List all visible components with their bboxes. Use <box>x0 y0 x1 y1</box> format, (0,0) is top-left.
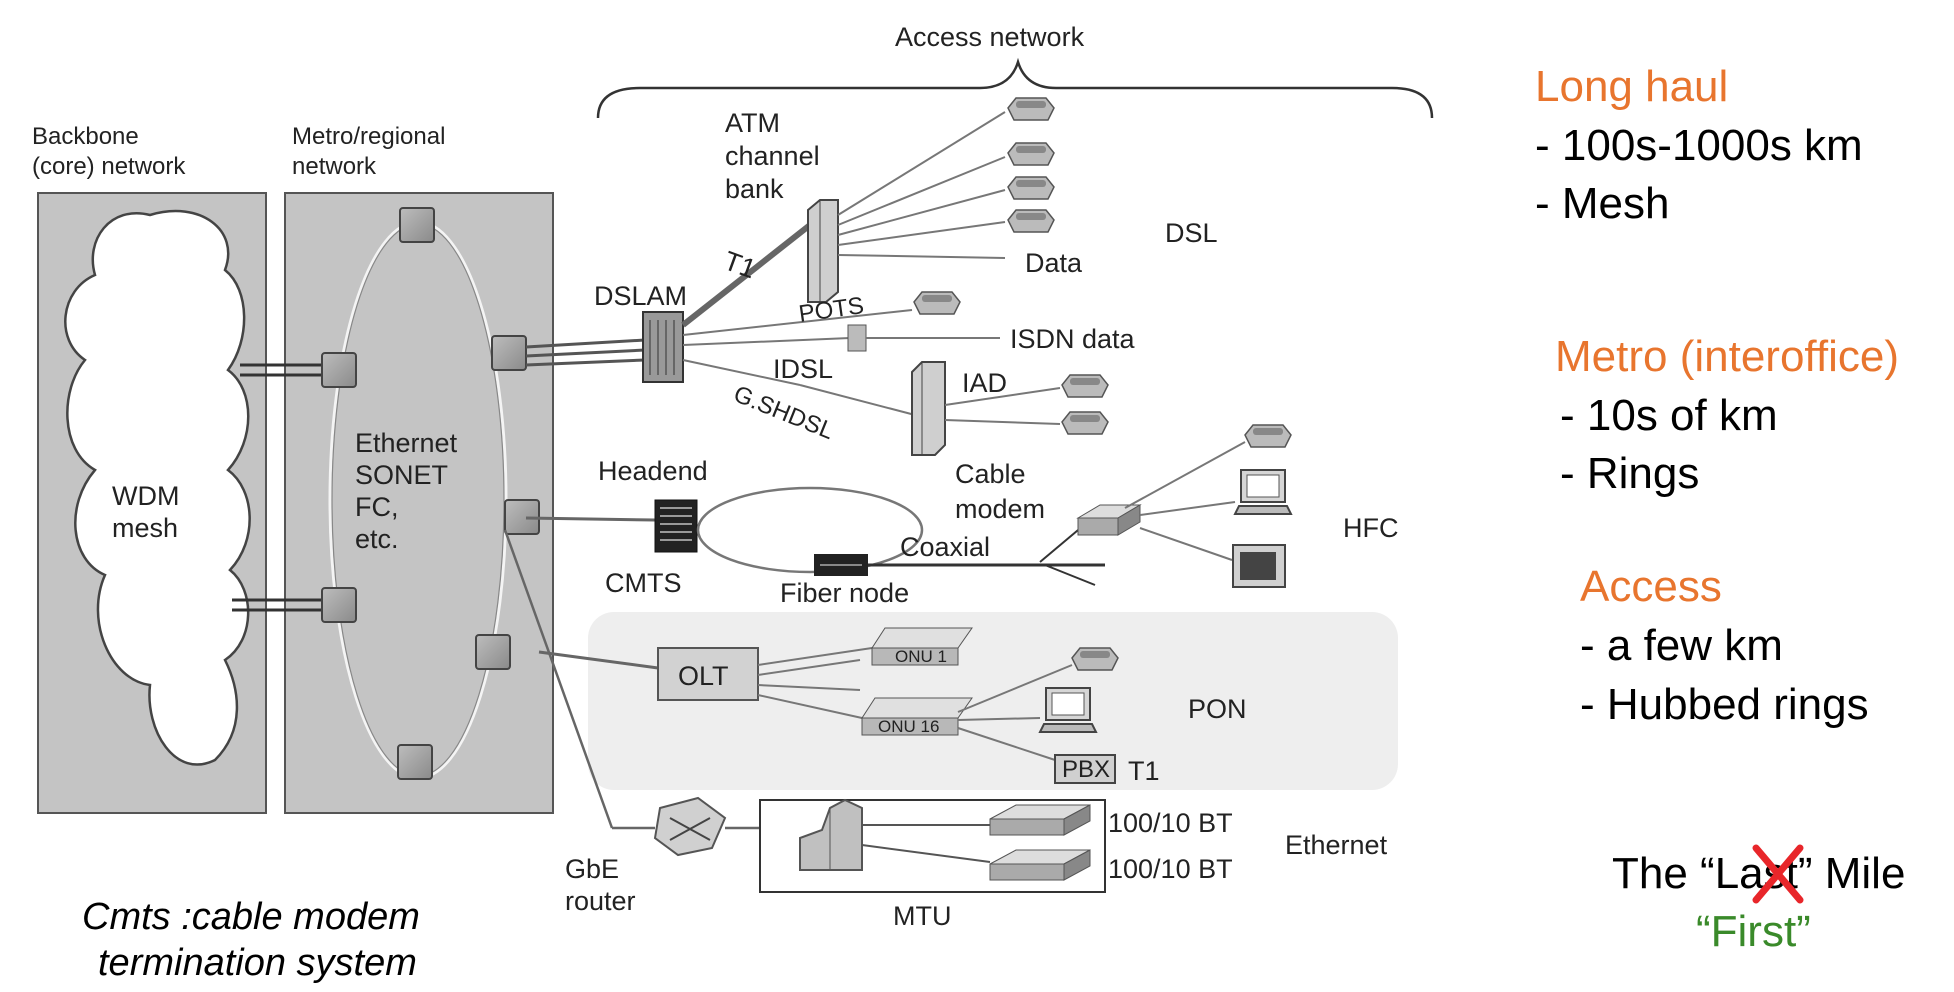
headend-label: Headend <box>598 456 708 486</box>
backbone-label-2: (core) network <box>32 153 186 180</box>
idsl-label: IDSL <box>773 354 833 384</box>
phone-icon <box>1007 209 1055 233</box>
red-cross-mark <box>1752 844 1804 904</box>
coaxial-label: Coaxial <box>900 532 990 562</box>
access-network-label: Access network <box>895 22 1085 52</box>
metro-tech-1: Ethernet <box>355 428 458 458</box>
bt2-label: 100/10 BT <box>1108 854 1233 884</box>
ring-node <box>491 335 527 371</box>
phone-icon <box>1061 411 1109 435</box>
t1-atm-label: T1 <box>720 245 760 284</box>
metro-tech-2: SONET <box>355 460 448 490</box>
cable-modem-label-1: Cable <box>955 459 1026 489</box>
isdn-label: ISDN data <box>1010 324 1136 354</box>
ring-node <box>475 634 511 670</box>
iad-device <box>911 361 946 456</box>
fiber-node-device <box>814 554 868 576</box>
phone-icon <box>1244 424 1292 448</box>
ethernet-label: Ethernet <box>1285 830 1388 860</box>
long-haul-title: Long haul <box>1535 62 1729 111</box>
ring-node <box>397 744 433 780</box>
wdm-label-1: WDM <box>112 481 179 511</box>
olt-label: OLT <box>678 661 729 691</box>
pon-label: PON <box>1188 694 1247 724</box>
metro-title: Metro (interoffice) <box>1555 332 1899 381</box>
dslam-device <box>642 311 684 383</box>
long-haul-line-1: - 100s-1000s km <box>1535 121 1863 170</box>
metro-line-1: - 10s of km <box>1560 391 1778 440</box>
onu1-device <box>871 627 973 666</box>
iad-label: IAD <box>962 368 1007 398</box>
computer-icon <box>1234 469 1292 515</box>
metro-tech-4: etc. <box>355 524 399 554</box>
data-label: Data <box>1025 248 1083 278</box>
phone-icon <box>1071 647 1119 671</box>
last-mile-label: The “Last” Mile <box>1612 849 1906 898</box>
dsl-label: DSL <box>1165 218 1218 248</box>
atm-label-2: channel <box>725 141 820 171</box>
access-title: Access <box>1580 562 1722 611</box>
phone-icon <box>1007 176 1055 200</box>
onu1-label: ONU 1 <box>895 647 947 666</box>
backbone-label-1: Backbone <box>32 123 139 150</box>
atm-label-3: bank <box>725 174 784 204</box>
ring-node <box>399 207 435 243</box>
caption-line-2: termination system <box>98 942 417 984</box>
wdm-label-2: mesh <box>112 513 178 543</box>
ring-node <box>321 587 357 623</box>
gbe-router-label-2: router <box>565 886 636 916</box>
pbx-label: PBX <box>1062 756 1110 783</box>
onu16-label: ONU 16 <box>878 717 939 736</box>
atm-label-1: ATM <box>725 108 780 138</box>
mtu-building <box>799 798 863 871</box>
cmts-device <box>654 499 698 553</box>
metro-label-2: network <box>292 153 377 180</box>
fiber-node-label: Fiber node <box>780 578 909 608</box>
phone-icon <box>1007 142 1055 166</box>
cmts-label: CMTS <box>605 568 682 598</box>
long-haul-line-2: - Mesh <box>1535 179 1670 228</box>
gbe-router-device <box>653 796 727 857</box>
access-line-1: - a few km <box>1580 621 1783 670</box>
metro-label-1: Metro/regional <box>292 123 445 150</box>
phone-icon <box>1007 97 1055 121</box>
onu16-device <box>861 697 973 736</box>
ring-node <box>321 352 357 388</box>
bt1-label: 100/10 BT <box>1108 808 1233 838</box>
computer-icon <box>1039 687 1097 733</box>
phone-icon <box>1061 374 1109 398</box>
tv-icon <box>1232 544 1286 588</box>
access-line-2: - Hubbed rings <box>1580 680 1869 729</box>
metro-tech-3: FC, <box>355 492 399 522</box>
hfc-label: HFC <box>1343 513 1399 543</box>
wdm-cloud <box>64 209 251 766</box>
cable-modem-device <box>1076 504 1142 536</box>
phone-icon <box>913 291 961 315</box>
t1-pbx-label: T1 <box>1128 756 1160 786</box>
metro-line-2: - Rings <box>1560 449 1700 498</box>
gbe-router-label-1: GbE <box>565 854 619 884</box>
dslam-label: DSLAM <box>594 281 687 311</box>
mtu-label: MTU <box>893 901 951 931</box>
caption-line-1: Cmts :cable modem <box>82 896 420 938</box>
cable-modem-label-2: modem <box>955 494 1045 524</box>
first-mile-label: “First” <box>1696 907 1811 956</box>
atm-channel-bank <box>807 199 839 303</box>
pbx-device <box>1054 754 1116 784</box>
